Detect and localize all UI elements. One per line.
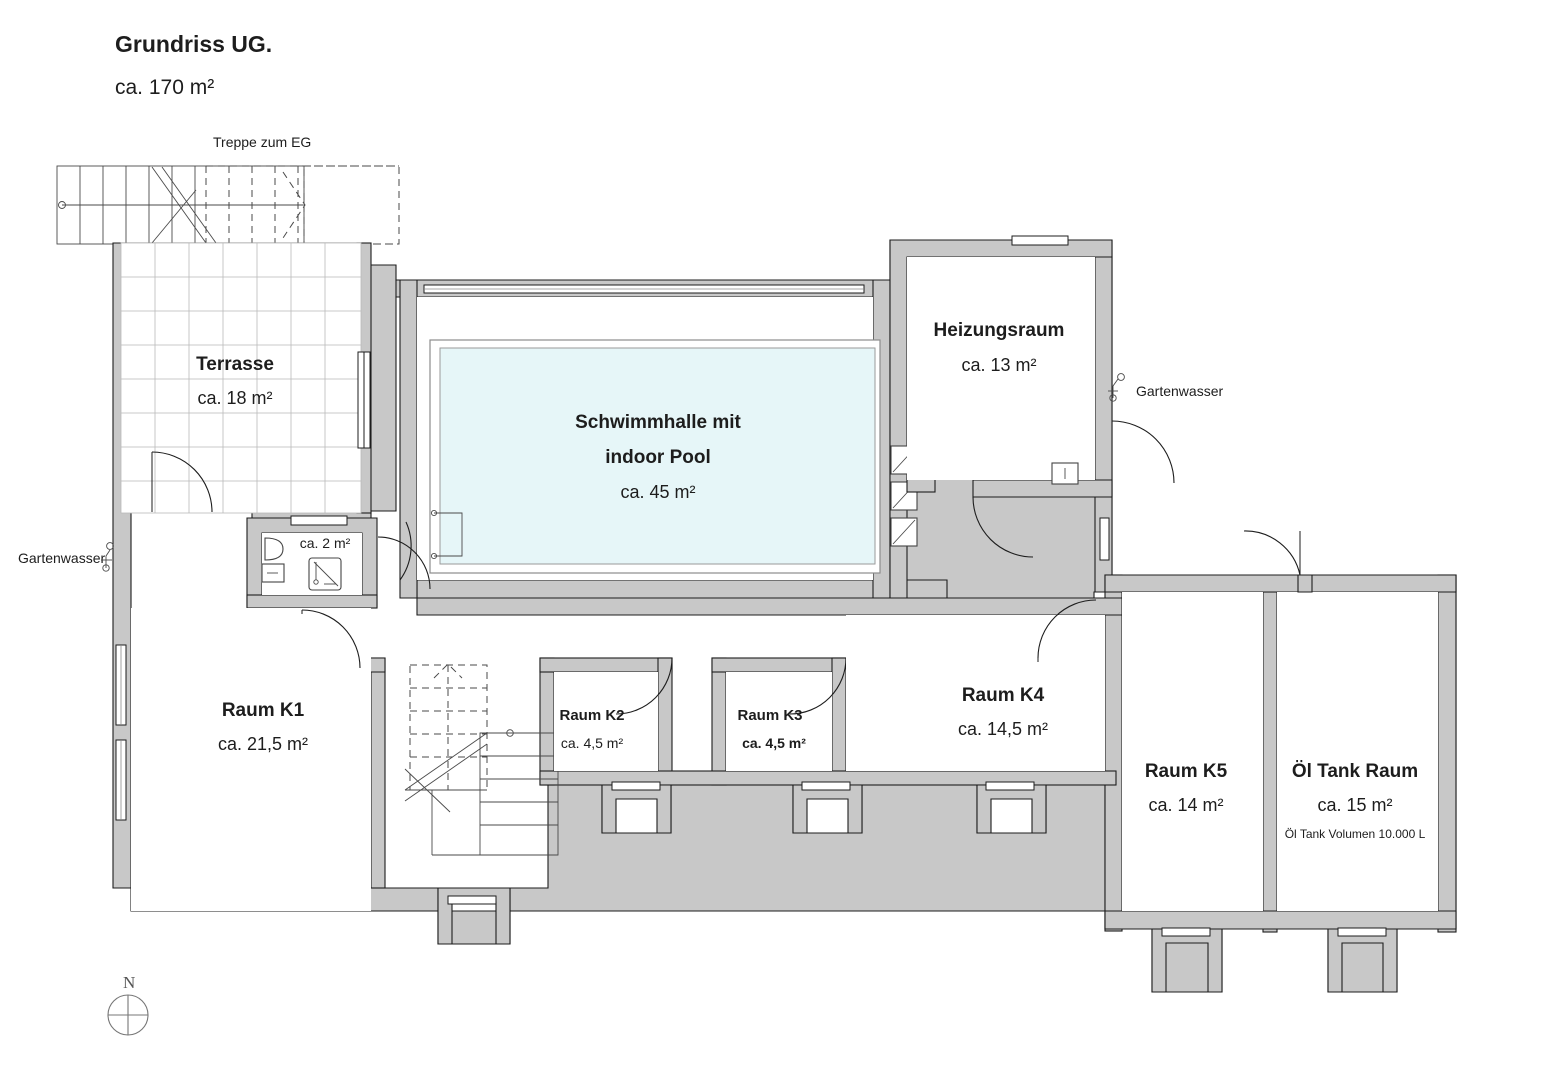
garden-water-label-right: Gartenwasser [1136,383,1223,399]
interior-staircase [404,663,559,856]
room-schwimmhalle: Schwimmhalle mit indoor Pool ca. 45 m² [399,284,881,581]
room-area-heizungsraum: ca. 13 m² [961,355,1036,375]
garden-water-label-left: Gartenwasser [18,550,105,566]
room-label-k1: Raum K1 [222,700,305,721]
room-k3: Raum K3 ca. 4,5 m² [726,657,851,791]
room-k2: Raum K2 ca. 4,5 m² [554,657,673,791]
toilet-icon [264,537,284,561]
room-terrasse: Terrasse ca. 18 m² [120,242,371,514]
oeltank-volume-note: Öl Tank Volumen 10.000 L [1285,827,1426,841]
room-area-terrasse: ca. 18 m² [197,388,272,408]
room-wc: ca. 2 m² [261,515,431,667]
room-area-pool: ca. 45 m² [620,482,695,502]
door-arc-heizungsraum-left [972,496,1034,558]
faucet-icon-left [101,542,114,572]
door-arc-oeltank [1243,530,1301,576]
room-label-k5: Raum K5 [1145,761,1228,782]
oeltank-window [1337,927,1387,937]
room-k4: Raum K4 ca. 14,5 m² [846,599,1105,791]
room-label-heizungsraum: Heizungsraum [934,320,1065,341]
k3-window [801,781,851,791]
compass-north-label: N [123,973,135,992]
pool-ladder-icon [434,512,463,557]
heizungsraum-window [1011,235,1069,246]
k2-left-wall [539,657,555,786]
door-arc-k1 [301,609,361,669]
door-arc-wc [377,536,431,590]
room-oeltank: Öl Tank Raum ca. 15 m² Öl Tank Volumen 1… [1243,530,1438,937]
door-arc-k2 [615,657,673,715]
room-label-oeltank: Öl Tank Raum [1292,761,1418,782]
room-label-k3: Raum K3 [737,707,802,724]
glass-block-panels [890,445,936,547]
door-arc-terrasse [151,451,213,513]
room-label-k4: Raum K4 [962,685,1045,706]
room-heizungsraum: Heizungsraum ca. 13 m² [907,235,1175,558]
k2-window [611,781,661,791]
pool-water [439,347,876,565]
shower-icon [308,557,342,591]
room-area-wc: ca. 2 m² [300,535,351,551]
garden-water-right: Gartenwasser [1108,373,1223,402]
compass-rose: N [107,973,149,1036]
door-arc-heizungsraum [1111,420,1175,484]
k5-window [1161,927,1211,937]
total-area-label: ca. 170 m² [115,76,214,99]
room-k5: Raum K5 ca. 14 m² [1122,592,1263,937]
faucet-icon-right [1108,373,1125,402]
room-area-oeltank: ca. 15 m² [1317,795,1392,815]
room-label-k2: Raum K2 [559,707,624,724]
room-area-k1: ca. 21,5 m² [218,734,308,754]
k4-window [985,781,1035,791]
room-area-k2: ca. 4,5 m² [561,735,624,751]
room-k1: Raum K1 ca. 21,5 m² [115,608,371,911]
room-label-pool-line2: indoor Pool [605,447,711,468]
room-label-pool-line1: Schwimmhalle mit [575,412,741,433]
room-area-k5: ca. 14 m² [1148,795,1223,815]
door-arc-k3 [789,657,847,715]
wc-window [290,515,348,526]
garden-water-left: Gartenwasser [18,542,114,572]
hall-window-right [1099,517,1110,561]
room-area-k3: ca. 4,5 m² [742,735,806,751]
stairs-to-ground-label: Treppe zum EG [213,134,311,150]
door-arc-pool-left [399,521,412,581]
k1-bay-window [447,895,497,905]
room-area-k4: ca. 14,5 m² [958,719,1048,739]
door-arc-k4 [1037,599,1097,659]
room-label-terrasse: Terrasse [196,354,274,375]
page-title: Grundriss UG. [115,31,272,57]
